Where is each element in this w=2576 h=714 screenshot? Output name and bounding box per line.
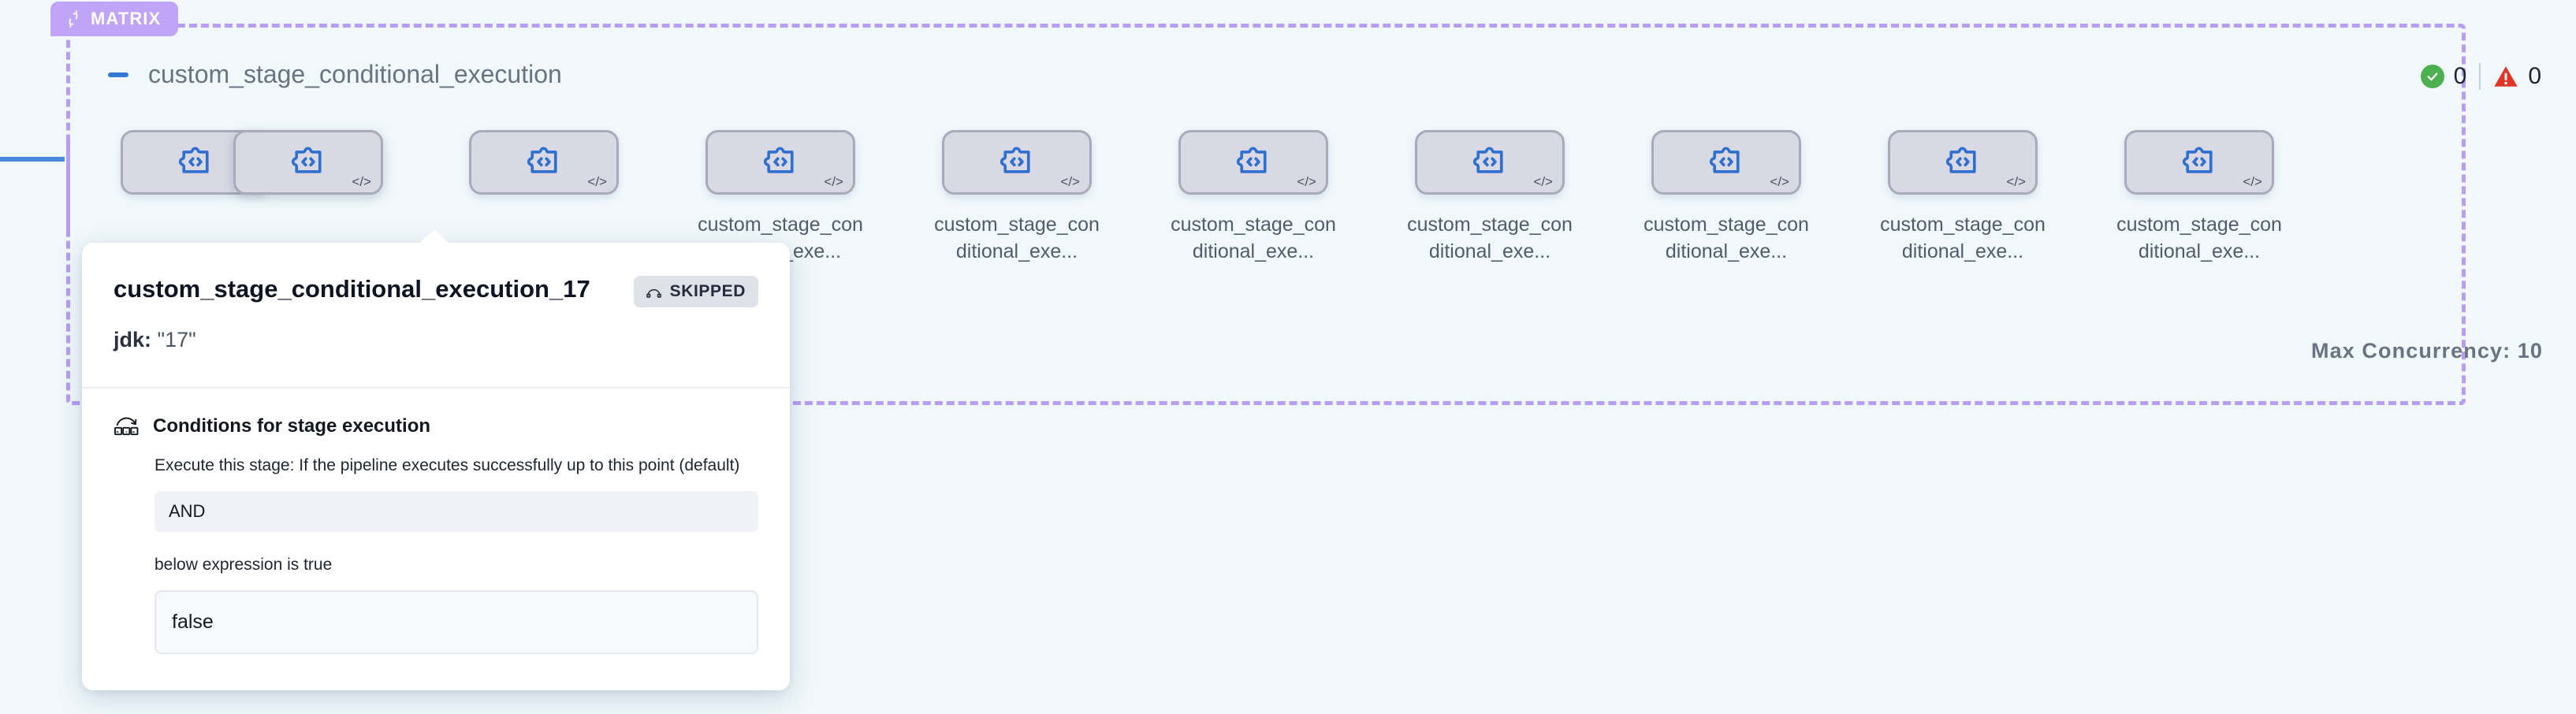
- matrix-badge-label: MATRIX: [91, 9, 162, 28]
- section-description: Execute this stage: If the pipeline exec…: [154, 456, 740, 474]
- matrix-node[interactable]: </>: [221, 130, 395, 212]
- error-counter: 0: [2493, 63, 2541, 90]
- node-label: custom_stage_conditional_exe...: [1880, 214, 2046, 262]
- success-counter: 0: [2420, 63, 2467, 90]
- stage-parameter-key: jdk:: [114, 328, 152, 351]
- matrix-node[interactable]: </>: [457, 130, 631, 212]
- skip-arc-icon: [646, 285, 662, 298]
- code-tag-icon: </>: [587, 174, 607, 189]
- node-box[interactable]: </>: [942, 130, 1092, 195]
- stage-details-popover: custom_stage_conditional_execution_17 SK…: [82, 229, 790, 691]
- minus-icon[interactable]: [106, 62, 131, 87]
- node-box[interactable]: </>: [705, 130, 855, 195]
- node-box[interactable]: </>: [1178, 130, 1328, 195]
- node-box[interactable]: </>: [233, 130, 383, 195]
- node-box[interactable]: </>: [1415, 130, 1565, 195]
- success-count: 0: [2453, 63, 2467, 89]
- code-block-icon: [177, 143, 214, 183]
- code-tag-icon: </>: [352, 174, 371, 189]
- node-label: custom_stage_conditional_exe...: [2116, 214, 2282, 262]
- section-title: Conditions for stage execution: [153, 415, 431, 437]
- matrix-node-row: </> </>: [66, 130, 2466, 311]
- max-concurrency-label: Max Concurrency: 10: [2311, 339, 2543, 363]
- code-block-icon: [1708, 143, 1744, 183]
- code-block-icon: [290, 143, 326, 183]
- conditional-skip-icon: [114, 415, 140, 437]
- code-tag-icon: </>: [1770, 174, 1789, 189]
- node-box[interactable]: </>: [469, 130, 619, 195]
- incoming-connector-line: [0, 157, 65, 162]
- code-block-icon: [1472, 143, 1508, 183]
- node-label: custom_stage_conditional_exe...: [1407, 214, 1573, 262]
- code-tag-icon: </>: [824, 174, 843, 189]
- error-count: 0: [2528, 63, 2541, 89]
- matrix-node[interactable]: </> custom_stage_conditional_exe...: [930, 130, 1104, 266]
- popover-header: custom_stage_conditional_execution_17 SK…: [82, 243, 790, 389]
- code-block-icon: [2181, 143, 2217, 183]
- node-box[interactable]: </>: [1888, 130, 2038, 195]
- loop-refresh-icon: [65, 10, 82, 28]
- connector-anchor: [66, 141, 70, 236]
- code-tag-icon: </>: [1060, 174, 1080, 189]
- code-block-icon: [1235, 143, 1271, 183]
- stage-parameter: jdk: "17": [114, 328, 758, 352]
- node-box[interactable]: </>: [2124, 130, 2274, 195]
- status-badge: SKIPPED: [633, 276, 758, 307]
- matrix-badge: MATRIX: [50, 2, 179, 36]
- matrix-node[interactable]: </> custom_stage_conditional_exe...: [2113, 130, 2286, 266]
- node-box[interactable]: </>: [1651, 130, 1801, 195]
- code-block-icon: [1945, 143, 1981, 183]
- node-label: custom_stage_conditional_exe...: [934, 214, 1100, 262]
- warning-triangle-icon: [2493, 65, 2518, 88]
- stage-parameter-value: "17": [157, 328, 196, 351]
- expression-label: below expression is true: [154, 556, 333, 575]
- code-block-icon: [762, 143, 798, 183]
- popover-title: custom_stage_conditional_execution_17: [114, 275, 590, 303]
- matrix-node[interactable]: </> custom_stage_conditional_exe...: [1167, 130, 1340, 266]
- status-counters: 0 0: [2420, 63, 2541, 90]
- popover-arrow: [419, 229, 449, 244]
- code-block-icon: [999, 143, 1035, 183]
- matrix-node[interactable]: </> custom_stage_conditional_exe...: [1876, 130, 2049, 266]
- operator-field: AND: [154, 491, 758, 533]
- matrix-group-container: [66, 24, 2466, 405]
- check-circle-icon: [2420, 65, 2444, 88]
- code-tag-icon: </>: [2243, 174, 2262, 189]
- popover-body: Conditions for stage execution Execute t…: [82, 389, 790, 690]
- page-title: custom_stage_conditional_execution: [148, 60, 562, 88]
- status-badge-label: SKIPPED: [669, 282, 746, 300]
- expression-field: false: [154, 590, 758, 655]
- matrix-node[interactable]: </> custom_stage_conditional_exe...: [1403, 130, 1576, 266]
- code-tag-icon: </>: [1297, 174, 1316, 189]
- code-block-icon: [526, 143, 562, 183]
- node-label: custom_stage_conditional_exe...: [1171, 214, 1336, 262]
- counter-divider: [2479, 63, 2481, 90]
- matrix-node[interactable]: </> custom_stage_conditional_exe...: [1640, 130, 1813, 266]
- code-tag-icon: </>: [2006, 174, 2026, 189]
- matrix-group-header: custom_stage_conditional_execution: [106, 60, 562, 89]
- node-label: custom_stage_conditional_exe...: [1644, 214, 1809, 262]
- code-tag-icon: </>: [1533, 174, 1553, 189]
